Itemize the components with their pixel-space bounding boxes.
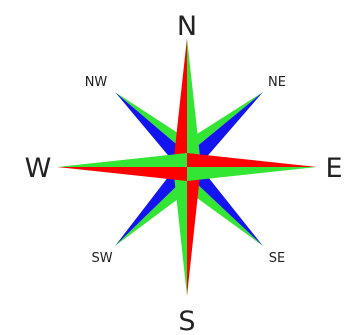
southwest-label: SW <box>91 251 112 266</box>
south-arm-left-half <box>173 166 187 296</box>
north-label: N <box>177 11 197 42</box>
southeast-label: SE <box>269 251 285 266</box>
east-label: E <box>325 153 342 184</box>
east-arm-upper-half <box>187 153 317 167</box>
northeast-label: NE <box>268 75 286 90</box>
west-label: W <box>25 153 52 184</box>
west-arm-lower-half <box>57 167 187 181</box>
north-arm-right-half <box>187 38 201 166</box>
northeast-arm-right-half <box>195 92 263 160</box>
northwest-arm-left-half <box>115 92 181 160</box>
west-arm-upper-half <box>57 153 187 167</box>
southeast-arm-right-half <box>195 172 263 246</box>
southwest-arm-left-half <box>115 172 181 246</box>
east-arm-lower-half <box>187 167 317 181</box>
south-arm-right-half <box>187 166 201 296</box>
south-label: S <box>178 306 195 335</box>
north-arm-left-half <box>173 38 187 166</box>
northwest-label: NW <box>85 75 108 90</box>
